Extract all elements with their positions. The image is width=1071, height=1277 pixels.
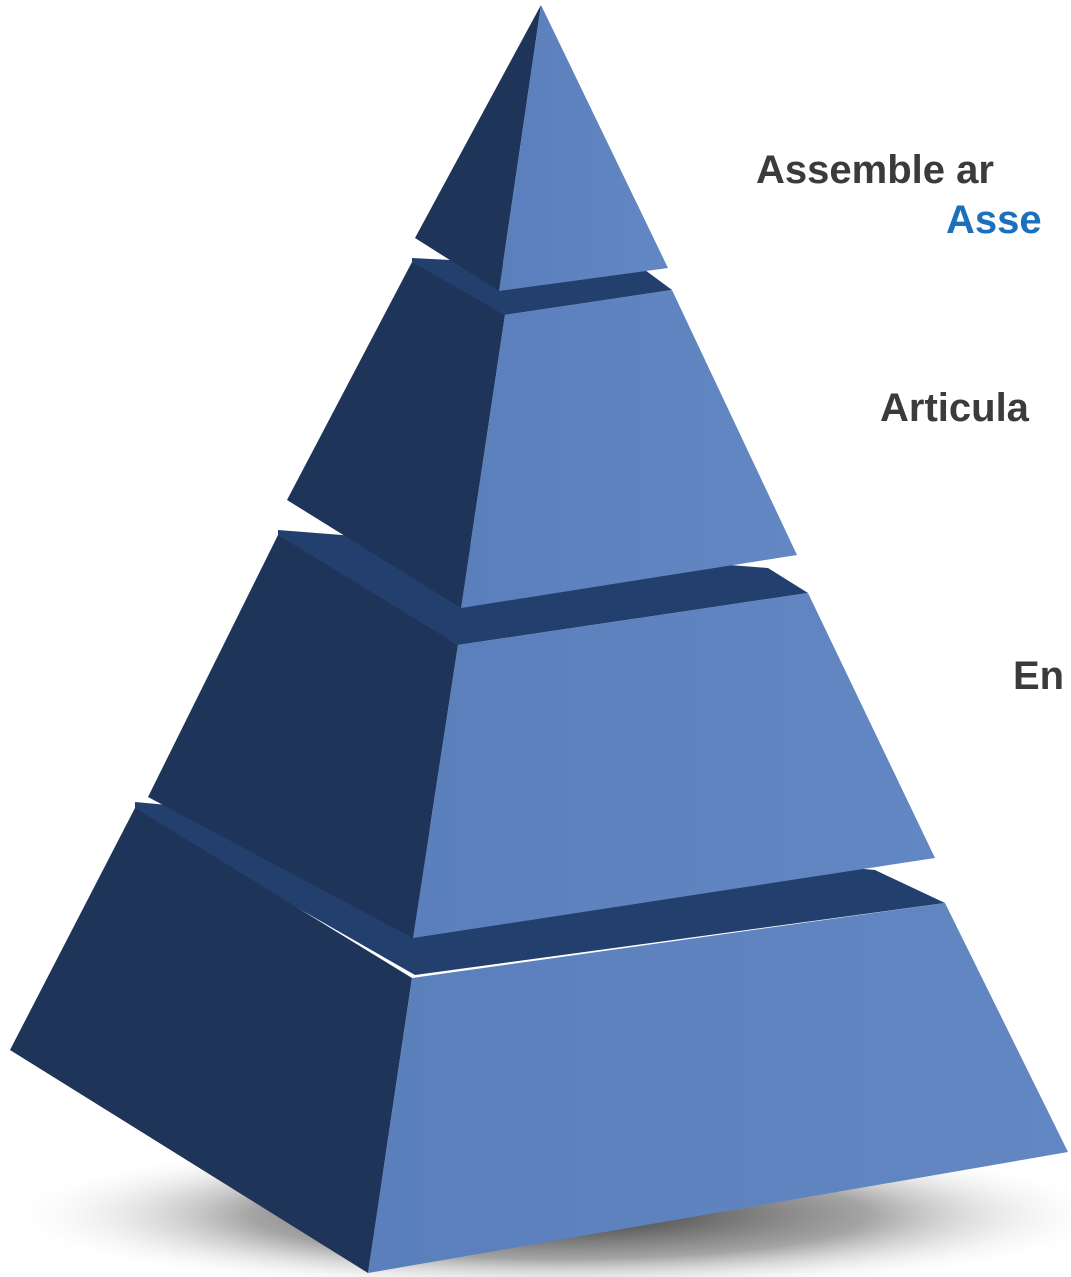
tier-2-label: Articula [880,386,1029,430]
tier-2-light-face [461,290,797,608]
tier-1-label-line-1: Assemble ar [756,148,994,192]
tier-3-light-face [413,593,935,938]
tier-4-light-face [368,903,1068,1273]
tier-3-dark-face [148,535,458,938]
pyramid-tier-1 [415,5,668,291]
tier-4-dark-face [10,808,412,1273]
tier-3-label: En [1013,654,1065,698]
tier-2-dark-face [287,262,505,608]
tier-1-light-face [499,5,668,291]
tier-1-label-line-2: Asse [946,198,1042,242]
